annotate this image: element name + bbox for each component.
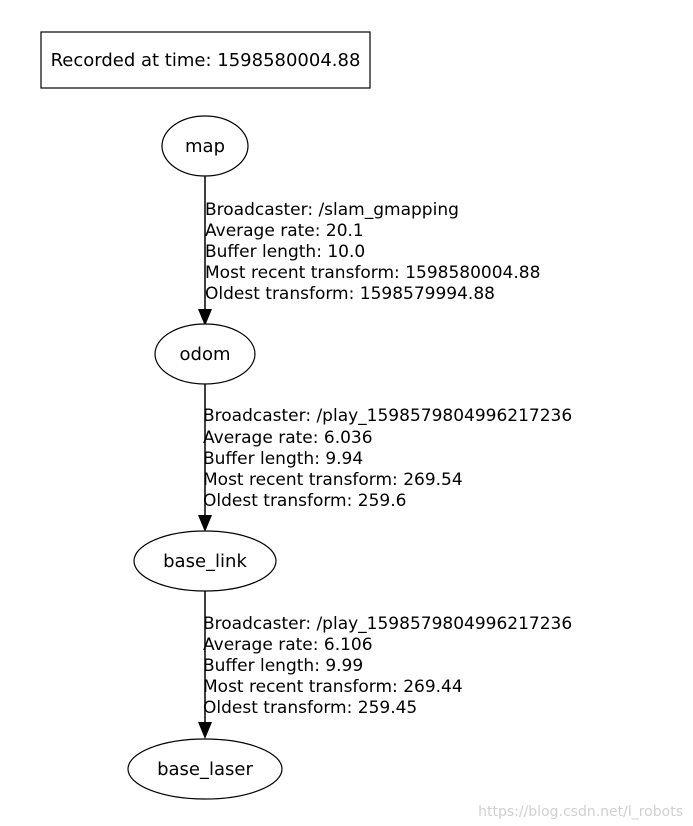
node-base-link-label: base_link bbox=[163, 551, 247, 572]
broadcaster-text: Broadcaster: /play_1598579804996217236 bbox=[203, 614, 572, 634]
arrowhead-icon bbox=[198, 515, 212, 532]
arrowhead-icon bbox=[198, 309, 212, 326]
broadcaster-text: Broadcaster: /slam_gmapping bbox=[205, 200, 459, 220]
watermark: https://blog.csdn.net/l_robots bbox=[478, 804, 683, 820]
average-rate-text: Average rate: 6.106 bbox=[203, 635, 373, 655]
node-map: map bbox=[161, 115, 249, 177]
edge-map-odom bbox=[198, 176, 212, 326]
edge-base-link-base-laser bbox=[198, 591, 212, 739]
node-base-laser-label: base_laser bbox=[157, 759, 253, 780]
node-map-label: map bbox=[185, 136, 225, 157]
average-rate-text: Average rate: 6.036 bbox=[203, 428, 373, 448]
average-rate-text: Average rate: 20.1 bbox=[205, 221, 364, 241]
most-recent-transform-text: Most recent transform: 269.44 bbox=[203, 677, 463, 697]
buffer-length-text: Buffer length: 10.0 bbox=[205, 242, 365, 262]
edge-label-odom-base-link: Broadcaster: /play_1598579804996217236 A… bbox=[203, 406, 572, 511]
arrowhead-icon bbox=[198, 722, 212, 739]
node-base-link: base_link bbox=[133, 530, 277, 592]
most-recent-transform-text: Most recent transform: 269.54 bbox=[203, 470, 463, 490]
node-odom: odom bbox=[154, 323, 256, 385]
oldest-transform-text: Oldest transform: 1598579994.88 bbox=[205, 284, 495, 304]
recorded-time-text: Recorded at time: 1598580004.88 bbox=[51, 50, 361, 71]
edge-label-base-link-base-laser: Broadcaster: /play_1598579804996217236 A… bbox=[203, 614, 572, 718]
oldest-transform-text: Oldest transform: 259.45 bbox=[203, 698, 417, 718]
node-odom-label: odom bbox=[180, 344, 231, 365]
most-recent-transform-text: Most recent transform: 1598580004.88 bbox=[205, 263, 540, 283]
recorded-time-box: Recorded at time: 1598580004.88 bbox=[40, 31, 371, 89]
buffer-length-text: Buffer length: 9.99 bbox=[203, 656, 363, 676]
edge-label-map-odom: Broadcaster: /slam_gmapping Average rate… bbox=[205, 200, 540, 304]
node-base-laser: base_laser bbox=[127, 738, 283, 800]
oldest-transform-text: Oldest transform: 259.6 bbox=[203, 491, 406, 511]
broadcaster-text: Broadcaster: /play_1598579804996217236 bbox=[203, 406, 572, 426]
buffer-length-text: Buffer length: 9.94 bbox=[203, 449, 363, 469]
edge-odom-base-link bbox=[198, 384, 212, 532]
